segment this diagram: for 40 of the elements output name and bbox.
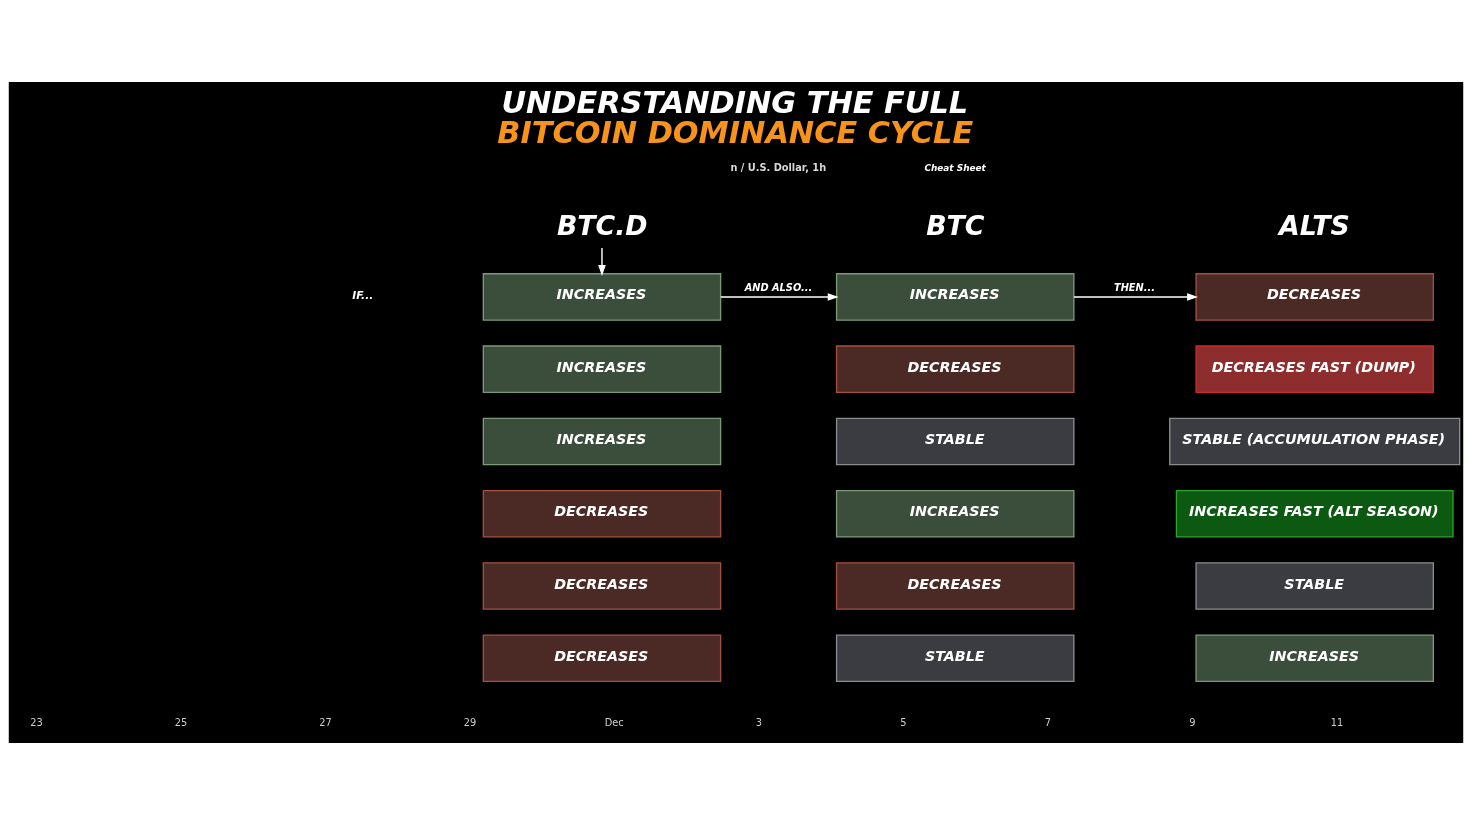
node-box: INCREASES (482, 272, 722, 321)
label: 9 (1189, 716, 1196, 728)
node-text: BTC.D (556, 209, 648, 241)
node-box: STABLE (835, 417, 1075, 465)
node-box: STABLE (1195, 561, 1434, 610)
label: n / U.S. Dollar, 1h (730, 161, 827, 173)
diagram-title: UNDERSTANDING THE FULL BITCOIN DOMINANCE CYCLE (497, 84, 974, 150)
label: ALTS (1279, 209, 1350, 241)
arrow (1073, 292, 1198, 301)
label: 25 (174, 716, 188, 728)
label: 3 (755, 716, 763, 728)
node-box: STABLE (835, 633, 1075, 682)
arrow (598, 246, 606, 276)
label: 23 (30, 716, 43, 728)
node-box: DECREASES (482, 489, 722, 538)
label: 5 (900, 716, 907, 728)
label: Cheat Sheet (924, 162, 986, 173)
node-box: DECREASES (835, 344, 1075, 393)
label: 27 (319, 716, 332, 728)
node-box: DECREASES (835, 561, 1075, 610)
node-box: DECREASES (482, 633, 722, 682)
node-box: DECREASES (1195, 272, 1434, 321)
node-box: INCREASES (1195, 633, 1434, 682)
edge-label: AND ALSO... (744, 281, 813, 293)
label: IF... (352, 288, 374, 302)
node-box: INCREASES FAST (ALT SEASON) (1175, 489, 1454, 538)
node-box: DECREASES FAST (DUMP) (1195, 344, 1434, 393)
edge-label: THEN... (1114, 281, 1155, 293)
node-box: DECREASES (482, 561, 722, 610)
node-box: INCREASES (835, 272, 1075, 321)
node-box: INCREASES (835, 489, 1075, 538)
label: Dec (604, 716, 624, 728)
node-box: INCREASES (482, 344, 722, 393)
node-box: STABLE (ACCUMULATION PHASE) (1169, 417, 1461, 465)
node-box: INCREASES (482, 417, 722, 465)
label: 29 (463, 716, 477, 728)
label: BTC (926, 209, 985, 241)
arrow (720, 292, 839, 301)
label: 11 (1330, 716, 1344, 728)
label: 7 (1044, 716, 1052, 728)
